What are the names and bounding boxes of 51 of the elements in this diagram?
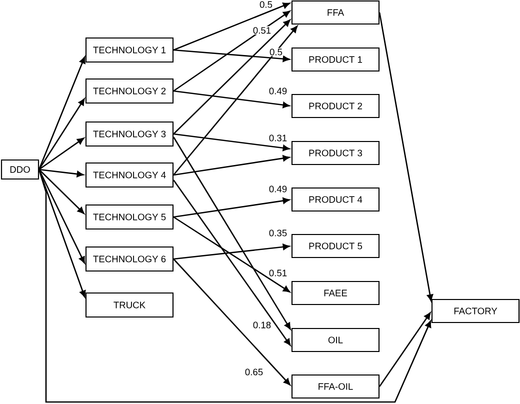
- process-box: PRODUCT 3: [291, 140, 380, 166]
- edge-label: 0.31: [268, 134, 288, 142]
- process-box: TECHNOLOGY 2: [85, 78, 174, 104]
- edge-label: 0.5: [268, 48, 284, 56]
- edge-label: 0.35: [268, 228, 288, 238]
- process-box: TECHNOLOGY 5: [85, 204, 174, 230]
- arrow: [173, 244, 290, 260]
- arrow: [173, 49, 290, 62]
- arrow: [38, 138, 84, 170]
- process-box: FFA: [291, 0, 380, 25]
- arrow: [173, 258, 290, 386]
- edge-label: 0.51: [268, 268, 288, 278]
- edge-label: 0.18: [252, 320, 272, 330]
- arrow: [173, 20, 290, 134]
- arrow: [173, 198, 290, 218]
- arrow: [38, 169, 84, 214]
- process-box: TECHNOLOGY 6: [85, 246, 174, 272]
- arrow: [173, 10, 290, 92]
- arrow: [378, 312, 431, 387]
- process-box: FACTORY: [431, 298, 520, 324]
- process-box: PRODUCT 5: [291, 234, 380, 258]
- process-box: DDO: [0, 159, 40, 180]
- process-box: TECHNOLOGY 1: [85, 37, 174, 63]
- edge-label: 0.49: [268, 86, 288, 96]
- arrow: [173, 133, 290, 152]
- arrow: [172, 180, 291, 346]
- arrow: [173, 26, 298, 176]
- process-box: FFA-OIL: [291, 374, 380, 399]
- process-box: PRODUCT 1: [291, 47, 380, 72]
- process-box: FAEE: [291, 280, 380, 306]
- arrow: [173, 2, 290, 51]
- arrow: [38, 169, 86, 264]
- arrow: [38, 169, 432, 403]
- process-box: TRUCK: [85, 292, 174, 318]
- process-box: PRODUCT 4: [291, 187, 380, 212]
- arrow: [378, 12, 434, 302]
- edge-label: 0.49: [268, 184, 288, 194]
- arrow: [173, 90, 290, 108]
- arrow: [38, 168, 84, 178]
- process-box: TECHNOLOGY 4: [85, 162, 174, 188]
- process-box: OIL: [291, 328, 380, 352]
- arrow: [172, 136, 291, 330]
- arrow: [173, 155, 290, 176]
- edge-label: 0.65: [244, 368, 264, 376]
- arrow: [173, 216, 290, 292]
- edge-label: 0.51: [252, 26, 272, 34]
- process-box: TECHNOLOGY 3: [85, 121, 174, 147]
- arrow: [38, 56, 86, 170]
- arrow: [38, 98, 85, 170]
- edge-label: 0.5: [258, 0, 274, 9]
- process-box: PRODUCT 2: [291, 94, 380, 118]
